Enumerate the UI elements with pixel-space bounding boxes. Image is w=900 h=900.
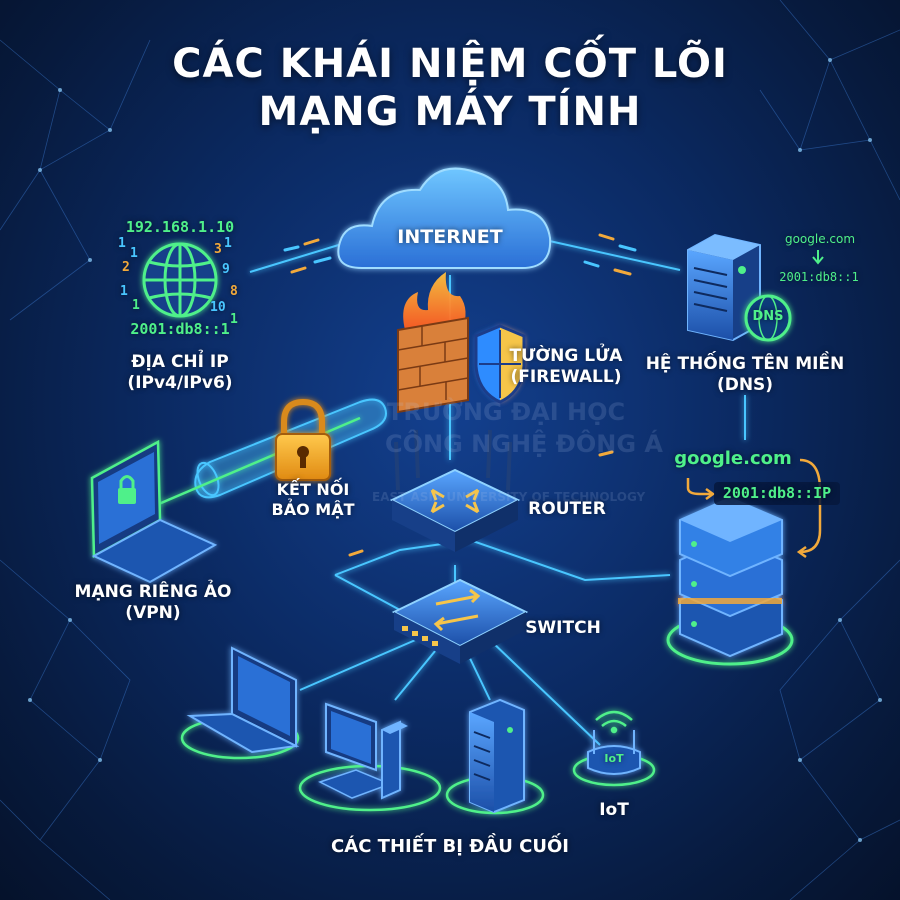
watermark-line1: TRƯỜNG ĐẠI HỌC xyxy=(387,398,626,426)
vpn-label-line1: MẠNG RIÊNG ẢO xyxy=(74,582,232,602)
switch-label: SWITCH xyxy=(525,618,601,638)
binary-digit: 3 xyxy=(214,242,222,257)
page-title: CÁC KHÁI NIỆM CỐT LÕI MẠNG MÁY TÍNH xyxy=(0,40,900,136)
iot-label: IoT xyxy=(599,800,629,820)
wifi-icon xyxy=(595,710,633,734)
binary-digit: 1 xyxy=(120,284,128,299)
desktop-pc-icon xyxy=(298,702,442,812)
binary-digit: 1 xyxy=(224,236,232,251)
dns-label-line2: (DNS) xyxy=(716,375,774,396)
dns-server-domain: google.com xyxy=(784,232,856,246)
internet-label: INTERNET xyxy=(397,226,503,248)
watermark-line2: CÔNG NGHỆ ĐÔNG Á xyxy=(385,430,664,458)
iot-badge: IoT xyxy=(604,752,624,765)
background-network-nodes xyxy=(28,58,882,842)
binary-digit: 1 xyxy=(130,246,138,261)
secure-label-line1: KẾT NỐI xyxy=(276,480,350,499)
watermark-line3: EAST ASIA UNIVERSITY OF TECHNOLOGY xyxy=(372,490,646,504)
shield-icon xyxy=(474,324,526,404)
laptop-icon xyxy=(90,439,218,584)
dns-badge: DNS xyxy=(752,309,784,324)
vpn-label: MẠNG RIÊNG ẢO (VPN) xyxy=(68,582,238,625)
dns-lookup-domain: google.com xyxy=(674,448,792,469)
title-line2: MẠNG MÁY TÍNH xyxy=(258,89,642,135)
binary-digit: 9 xyxy=(222,262,230,277)
ip-label: ĐỊA CHỈ IP (IPv4/IPv6) xyxy=(100,352,260,395)
binary-digit: 1 xyxy=(132,298,140,313)
dns-label-line1: HỆ THỐNG TÊN MIỀN xyxy=(645,354,845,374)
end-devices-label: CÁC THIẾT BỊ ĐẦU CUỐI xyxy=(331,836,569,857)
dns-server-ip: 2001:db8::1 xyxy=(779,270,859,284)
lock-icon xyxy=(275,398,331,481)
secure-label-line2: BẢO MẬT xyxy=(271,500,355,519)
vpn-label-line2: (VPN) xyxy=(125,603,181,624)
ipv6-address: 2001:db8::1 xyxy=(130,320,230,338)
globe-icon xyxy=(142,242,218,318)
dns-lookup-result: 2001:db8::IP xyxy=(714,482,840,505)
binary-digit: 1 xyxy=(230,312,238,327)
firewall-label-line2: (FIREWALL) xyxy=(510,367,622,388)
firewall-label: TƯỜNG LỬA (FIREWALL) xyxy=(508,346,624,389)
switch-icon xyxy=(391,578,529,664)
firewall-label-line1: TƯỜNG LỬA xyxy=(509,346,623,366)
server-icon xyxy=(687,233,761,342)
firewall-icon xyxy=(397,272,469,414)
title-line1: CÁC KHÁI NIỆM CỐT LÕI xyxy=(172,41,728,87)
database-server-icon xyxy=(666,496,794,666)
laptop-icon xyxy=(180,646,300,760)
dns-label: HỆ THỐNG TÊN MIỀN (DNS) xyxy=(640,354,850,397)
ip-label-line1: ĐỊA CHỈ IP xyxy=(131,352,229,372)
binary-digit: 8 xyxy=(230,284,238,299)
binary-digit: 10 xyxy=(210,300,226,315)
dns-lookup-arrows xyxy=(686,458,822,559)
router-icon xyxy=(389,429,521,552)
dns-arrow-icon xyxy=(812,250,824,265)
dns-globe-icon xyxy=(744,294,792,342)
tower-server-icon xyxy=(445,698,545,815)
data-streams xyxy=(283,233,637,557)
binary-digit: 1 xyxy=(118,236,126,251)
cloud-icon xyxy=(337,167,552,269)
iot-hub-icon xyxy=(572,730,656,787)
secure-connection-label: KẾT NỐI BẢO MẬT xyxy=(268,480,358,520)
ip-label-line2: (IPv4/IPv6) xyxy=(127,373,233,394)
ipv4-address: 192.168.1.10 xyxy=(125,218,235,236)
router-label: ROUTER xyxy=(528,499,606,519)
binary-digit: 2 xyxy=(122,260,130,275)
